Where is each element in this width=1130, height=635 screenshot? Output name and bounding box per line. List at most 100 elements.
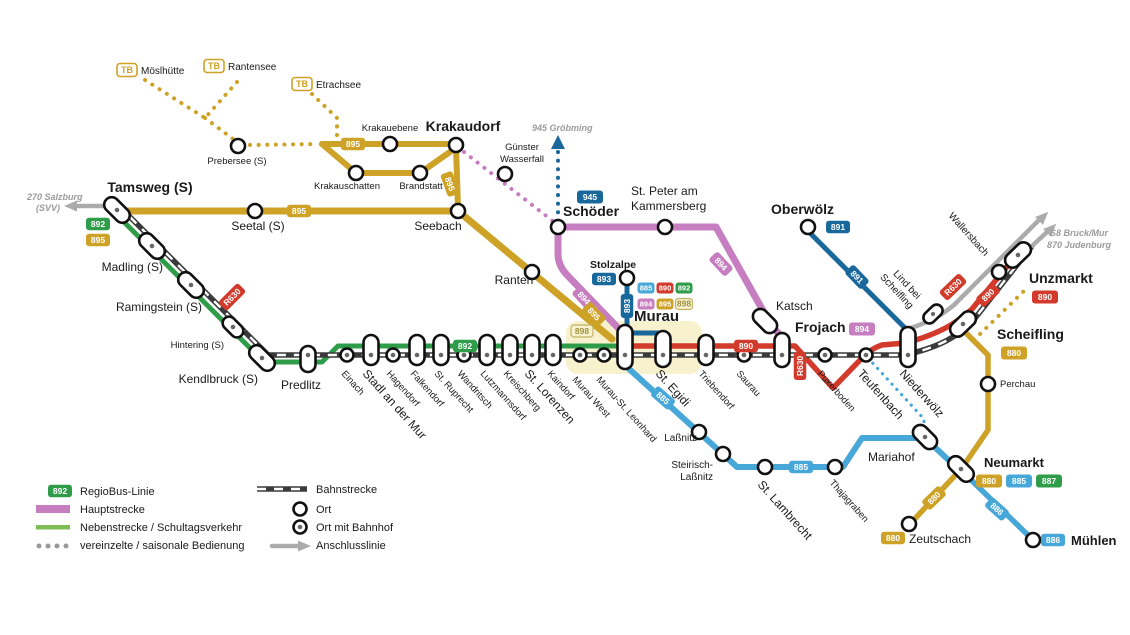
station-ranten — [523, 263, 541, 281]
label-scheifling: Scheifling — [997, 326, 1064, 342]
label-guenster-1: Günster — [505, 142, 539, 153]
svg-text:894: 894 — [640, 300, 653, 309]
label-steirisch-2: Laßnitz — [680, 472, 713, 483]
badge-887-neumarkt: 887 — [1036, 474, 1062, 488]
svg-text:898: 898 — [575, 326, 589, 336]
label-unzmarkt: Unzmarkt — [1029, 270, 1093, 286]
badge-891-line: 891 — [845, 265, 869, 289]
legend-ort-swatch — [292, 501, 308, 517]
label-st-lambrecht: St. Lambrecht — [755, 478, 816, 543]
svg-text:885: 885 — [1012, 476, 1026, 486]
station-seebach — [449, 202, 467, 220]
station-predlitz — [299, 344, 317, 374]
line-prebersee-junction-dotted — [248, 142, 318, 147]
label-lassnitz: Laßnitz — [664, 433, 697, 444]
label-seebach: Seebach — [414, 219, 461, 233]
station-lind-bei-scheifling — [922, 303, 944, 325]
svg-text:945: 945 — [583, 192, 597, 202]
station-murau — [616, 323, 634, 371]
line-895-krakau-bottom — [319, 141, 460, 176]
station-einach — [339, 347, 355, 363]
station-thajagraben — [826, 458, 844, 476]
badge-890-unzmarkt: 890 — [1032, 290, 1058, 304]
arrow-bruck-judenburg — [1043, 223, 1057, 237]
legend-anschluss-label: Anschlusslinie — [316, 540, 386, 552]
legend-ort-bahnhof-swatch — [292, 519, 308, 535]
station-triebendorf — [697, 333, 715, 367]
svg-text:TB: TB — [296, 79, 308, 89]
label-st-peter-2: Kammersberg — [631, 199, 706, 213]
label-guenster-2: Wasserfall — [500, 154, 544, 165]
badge-885-line-diag: 885 — [651, 386, 675, 410]
station-katsch — [751, 307, 779, 335]
svg-text:893: 893 — [597, 274, 611, 284]
legend-saisonal-label: vereinzelte / saisonale Bedienung — [80, 540, 245, 552]
badge-895-murau-line: 895 — [582, 302, 606, 326]
legend: 892 RegioBus-Linie Hauptstrecke Nebenstr… — [36, 484, 394, 552]
svg-text:887: 887 — [1042, 476, 1056, 486]
badge-tb-moeslhuette: TB — [116, 62, 138, 78]
station-perchau — [979, 375, 997, 393]
label-saurau: Saurau — [734, 369, 763, 399]
label-krakaudorf: Krakaudorf — [426, 118, 501, 134]
station-brandstatt — [411, 164, 429, 182]
badge-898-citybox: 898 — [570, 324, 594, 338]
svg-text:891: 891 — [831, 222, 845, 232]
badge-891-oberwoelz: 891 — [826, 220, 850, 234]
label-moeslhuette: Möslhütte — [141, 66, 185, 77]
station-hintering — [221, 315, 245, 339]
badge-895-tamsweg: 895 — [86, 233, 110, 247]
line-tb-etrachsee-dotted — [310, 92, 339, 143]
line-railway-continuation — [1029, 230, 1049, 249]
label-st-peter-1: St. Peter am — [631, 184, 698, 198]
line-894-murau-schoeder — [554, 229, 626, 336]
label-murau: Murau — [634, 308, 679, 325]
badge-890-unzmarkt-line: 890 — [976, 283, 1000, 307]
svg-text:890: 890 — [659, 284, 672, 293]
arrow-salzburg — [64, 200, 77, 212]
label-ramingstein: Ramingstein (S) — [116, 300, 202, 314]
line-tb-prebersee-dotted — [203, 116, 235, 141]
arrow-945-groebming — [551, 135, 565, 149]
label-oberwoelz: Oberwölz — [771, 201, 834, 217]
station-lutzmannsdorf — [478, 333, 496, 367]
station-wallersbach — [990, 263, 1008, 281]
label-rantensee: Rantensee — [228, 62, 277, 73]
station-zeutschach — [900, 515, 918, 533]
station-murau-west — [572, 347, 588, 363]
label-prebersee: Prebersee (S) — [207, 156, 266, 167]
station-frojach — [773, 331, 791, 369]
svg-text:880: 880 — [982, 476, 996, 486]
station-niederwoelz — [899, 325, 917, 369]
badge-945-schoeder: 945 — [577, 190, 603, 204]
station-scheifling — [948, 309, 978, 339]
badge-892-tamsweg: 892 — [86, 217, 110, 231]
legend-nebenstrecke-label: Nebenstrecke / Schultagsverkehr — [80, 522, 242, 534]
svg-text:895: 895 — [443, 176, 457, 193]
badge-890-murau: 890 — [656, 282, 674, 294]
badge-892-corridor: 892 — [453, 339, 477, 353]
label-wallersbach: Wallersbach — [946, 211, 991, 259]
label-hintering: Hintering (S) — [171, 340, 224, 351]
badge-880-zeutschach-line: 880 — [922, 486, 946, 510]
station-ramingstein — [176, 270, 206, 300]
label-etrachsee: Etrachsee — [316, 80, 361, 91]
badge-895-krakau: 895 — [341, 137, 365, 151]
arrow-anschluss-ne — [1035, 211, 1049, 225]
label-stolzalpe: Stolzalpe — [590, 259, 636, 271]
legend-saisonal-swatch — [36, 543, 69, 549]
svg-text:898: 898 — [677, 299, 691, 309]
station-schoeder — [549, 218, 567, 236]
svg-text:895: 895 — [659, 300, 672, 309]
badge-880-scheifling: 880 — [1001, 346, 1027, 360]
station-oberwoelz — [799, 218, 817, 236]
station-lassnitz — [690, 423, 708, 441]
label-predlitz: Predlitz — [281, 378, 321, 392]
label-judenburg: 870 Judenburg — [1047, 240, 1112, 250]
label-groebming: 945 Gröbming — [532, 123, 593, 133]
svg-text:892: 892 — [53, 486, 67, 496]
badge-880-neumarkt: 880 — [976, 474, 1002, 488]
svg-text:TB: TB — [208, 61, 220, 71]
station-tamsweg — [102, 195, 132, 225]
